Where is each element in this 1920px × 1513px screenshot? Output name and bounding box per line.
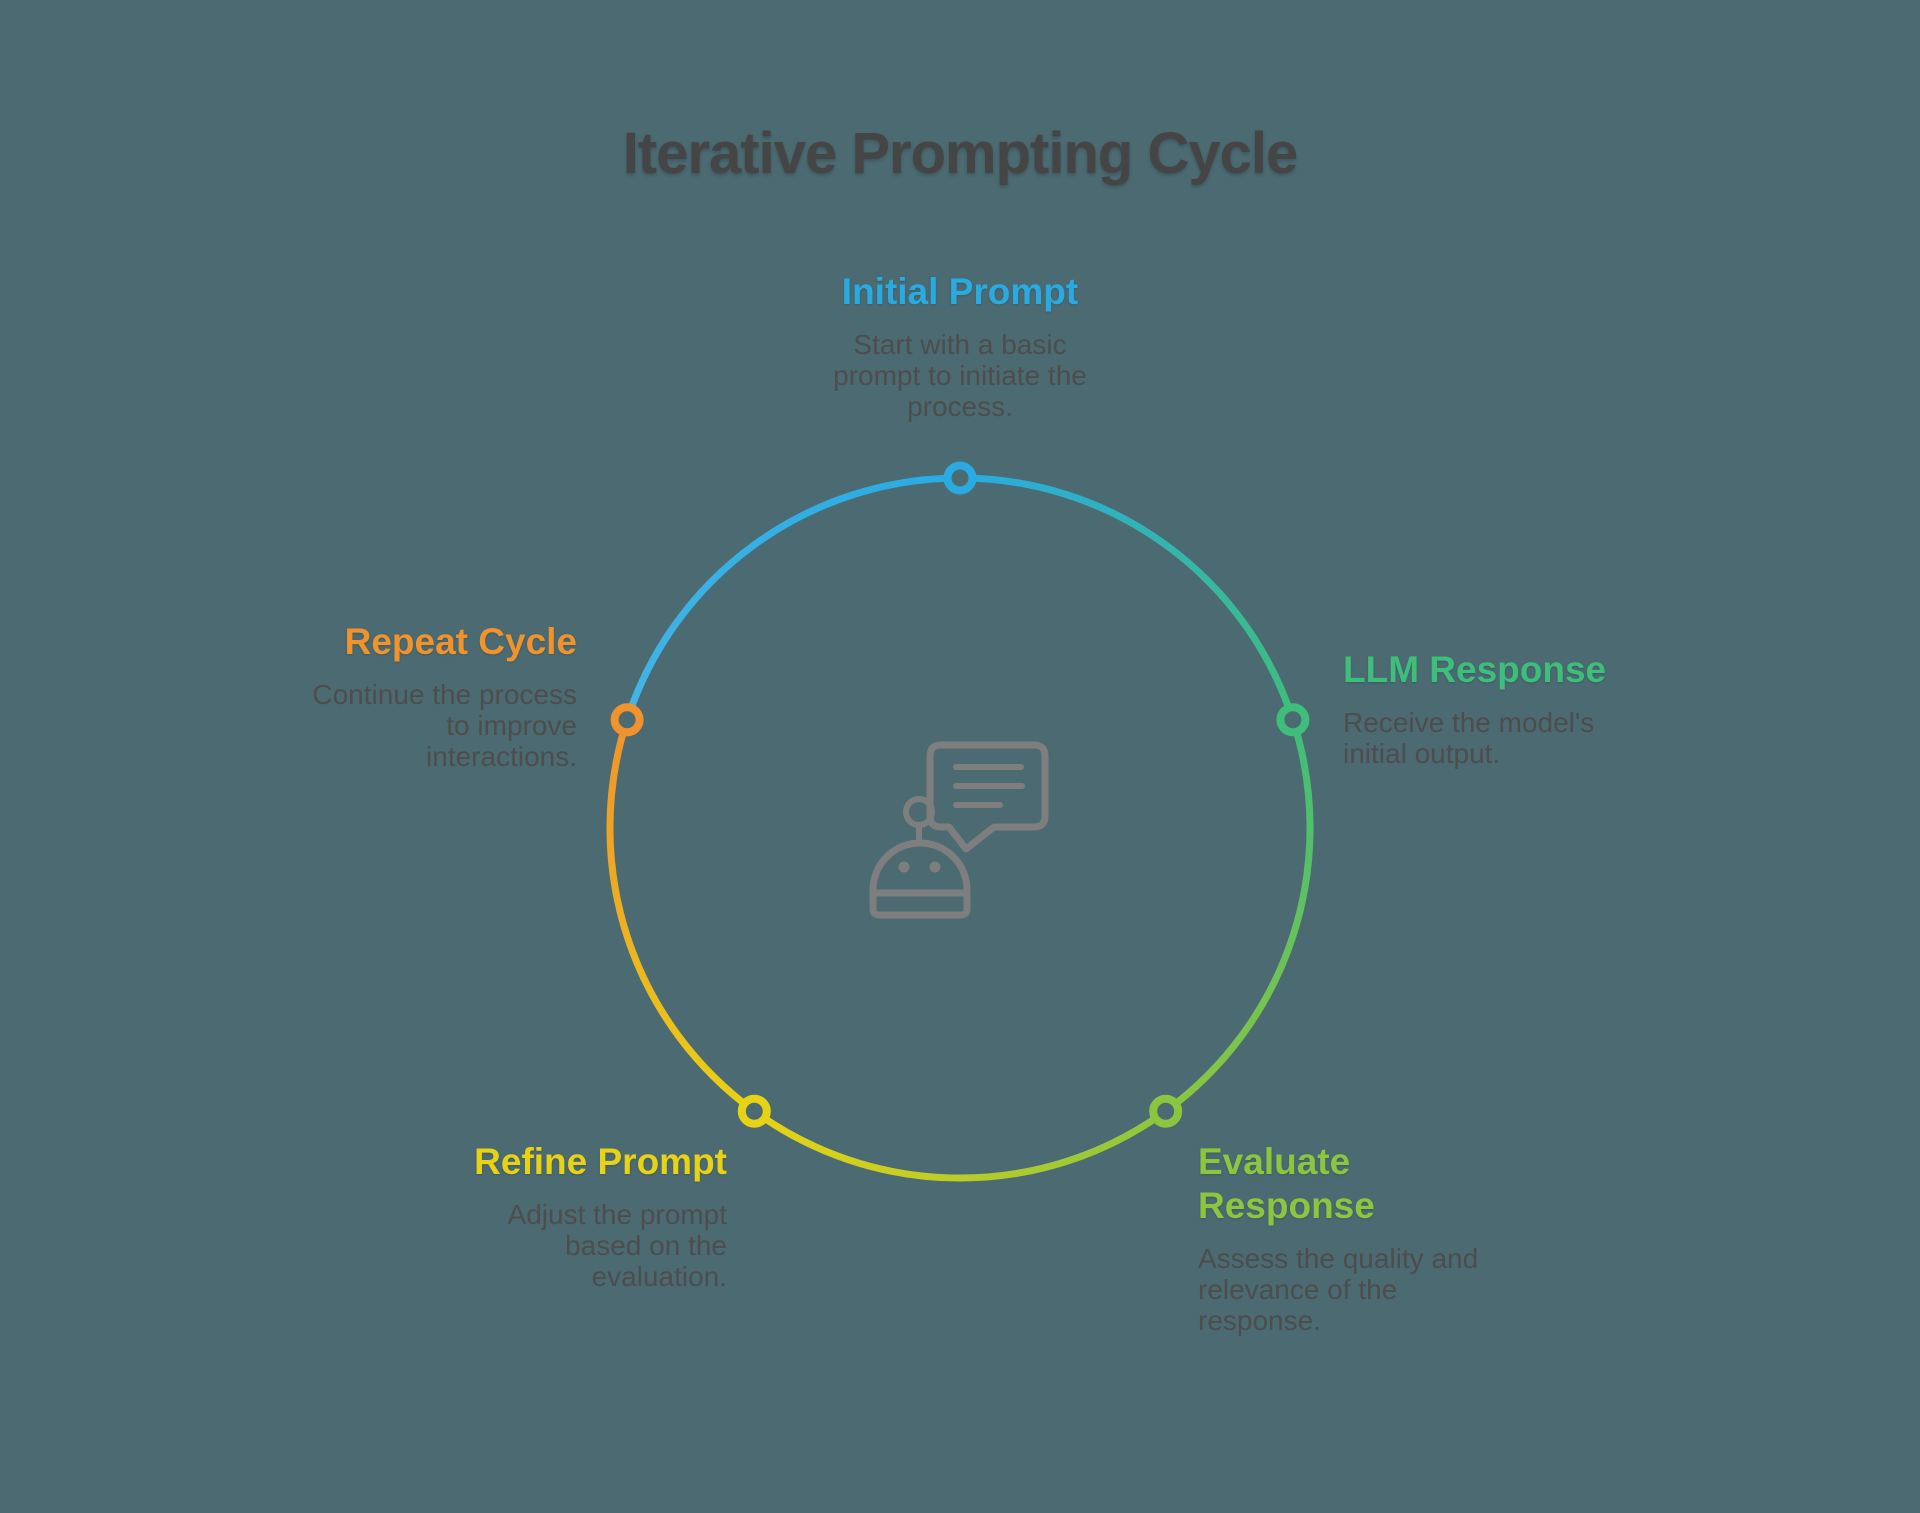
desc-line: based on the [565, 1230, 727, 1261]
stage-description-evaluate-response: Assess the quality and relevance of the … [1198, 1243, 1498, 1336]
stage-label-initial-prompt: Initial Prompt [841, 271, 1079, 312]
stage-description-initial-prompt: Start with a basic prompt to initiate th… [790, 329, 1130, 422]
stage-description-refine-prompt: Adjust the prompt based on the evaluatio… [427, 1199, 727, 1292]
desc-line: interactions. [426, 741, 577, 772]
stage-label-llm-response: LLM Response [1343, 649, 1607, 690]
ring-segment-repeat-to-initial [623, 474, 961, 721]
stage-repeat-cycle: Repeat Cycle Continue the process to imp… [277, 620, 577, 772]
desc-line: Start with a basic [853, 329, 1067, 360]
desc-line: Continue the process [312, 679, 577, 710]
node-evaluate-response [1149, 1094, 1183, 1128]
robot-eye-left [898, 861, 910, 873]
node-initial-prompt [943, 461, 977, 495]
page-title: Iterative Prompting Cycle [622, 121, 1298, 186]
stage-refine-prompt: Refine Prompt Adjust the prompt based on… [427, 1140, 727, 1292]
desc-line: prompt to initiate the [833, 360, 1087, 391]
ring-segment-evaluate-to-refine [752, 1108, 1168, 1182]
robot-chat-icon [869, 741, 1049, 919]
node-repeat-cycle [610, 703, 644, 737]
desc-line: Adjust the prompt [507, 1199, 727, 1230]
ring-segment-refine-to-repeat [606, 718, 757, 1115]
stage-initial-prompt: Initial Prompt Start with a basic prompt… [790, 270, 1130, 422]
desc-line: Assess the quality and [1198, 1243, 1479, 1274]
desc-line: evaluation. [591, 1261, 727, 1292]
ring-segment-llm-to-evaluate [1163, 718, 1314, 1115]
stage-description-llm-response: Receive the model's initial output. [1343, 707, 1643, 769]
desc-line: relevance of the [1198, 1274, 1398, 1305]
desc-line: to improve [446, 710, 577, 741]
desc-line: Receive the model's [1343, 707, 1595, 738]
cycle-nodes [610, 461, 1310, 1128]
desc-line: response. [1198, 1305, 1321, 1336]
node-refine-prompt [737, 1094, 771, 1128]
node-llm-response [1276, 703, 1310, 737]
robot-eye-right [929, 861, 941, 873]
stage-label-evaluate-response: Evaluate Response [1198, 1141, 1375, 1226]
desc-line: initial output. [1343, 738, 1501, 769]
robot-head [869, 839, 971, 919]
stage-llm-response: LLM Response Receive the model's initial… [1343, 648, 1643, 769]
stage-label-repeat-cycle: Repeat Cycle [344, 621, 577, 662]
desc-line: process. [907, 391, 1013, 422]
stage-evaluate-response: Evaluate Response Assess the quality and… [1198, 1140, 1498, 1336]
cycle-ring [606, 474, 1314, 1182]
stage-label-refine-prompt: Refine Prompt [474, 1141, 727, 1182]
ring-segment-initial-to-llm [959, 474, 1297, 721]
stage-description-repeat-cycle: Continue the process to improve interact… [277, 679, 577, 772]
speech-bubble-outline [926, 741, 1049, 853]
